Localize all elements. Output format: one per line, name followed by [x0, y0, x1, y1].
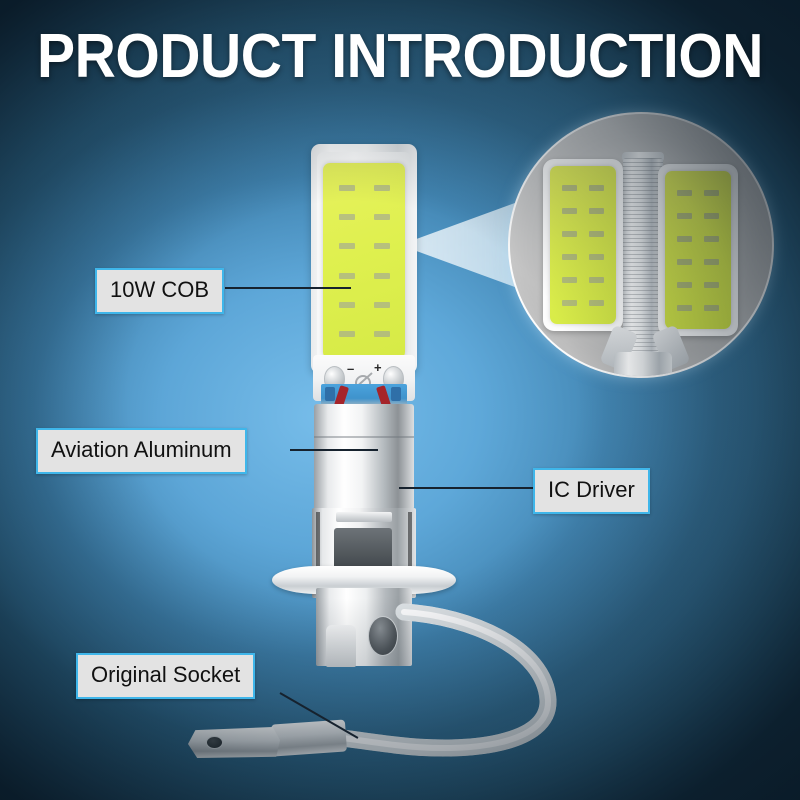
- led-chip: [704, 235, 719, 242]
- spade-terminal: [188, 727, 280, 758]
- callout-label-original-socket[interactable]: Original Socket: [76, 653, 256, 699]
- led-chip: [589, 253, 604, 260]
- negative-terminal: [324, 366, 345, 391]
- callout-label-ic-driver[interactable]: IC Driver: [533, 468, 650, 514]
- spade-terminal-hole: [206, 736, 223, 749]
- page-title: PRODUCT INTRODUCTION: [37, 22, 763, 91]
- led-chip: [373, 213, 390, 220]
- led-chip: [589, 184, 604, 191]
- positive-sign: +: [374, 360, 382, 375]
- bulb-housing: [311, 144, 417, 374]
- led-chip: [704, 281, 719, 288]
- magnified-cob-panel-left: [550, 166, 616, 324]
- led-chip: [677, 258, 692, 265]
- heatsink-seam: [314, 436, 414, 438]
- led-chip: [562, 230, 577, 237]
- led-chip: [677, 304, 692, 311]
- led-chip: [562, 253, 577, 260]
- led-chip: [338, 184, 355, 191]
- led-chip: [677, 212, 692, 219]
- led-chip: [677, 189, 692, 196]
- aviation-aluminum-heatsink: [314, 404, 414, 510]
- leader-line-socket: [279, 692, 359, 739]
- leader-line-cob: [225, 287, 351, 289]
- led-chip: [677, 281, 692, 288]
- led-chip: [338, 272, 355, 279]
- cob-led-panel: [323, 163, 405, 359]
- leader-line-aluminum: [290, 449, 378, 451]
- led-chip: [562, 276, 577, 283]
- led-chip: [562, 184, 577, 191]
- terminal-plate: – +: [313, 355, 415, 401]
- led-chip: [589, 207, 604, 214]
- magnified-neck: [614, 352, 672, 376]
- socket-base: [316, 588, 412, 666]
- led-chip: [338, 331, 355, 338]
- led-chip: [373, 331, 390, 338]
- bulb-housing-inner: [317, 152, 411, 368]
- positive-terminal: [383, 366, 404, 391]
- base-tab: [326, 625, 356, 667]
- led-chip: [338, 213, 355, 220]
- led-chip: [704, 304, 719, 311]
- led-chip: [589, 276, 604, 283]
- internal-wiring: [321, 384, 407, 408]
- led-chip: [338, 301, 355, 308]
- ic-driver-housing: [312, 508, 416, 598]
- cage-window: [334, 528, 392, 574]
- led-chip: [373, 301, 390, 308]
- led-chip: [677, 235, 692, 242]
- led-chip: [589, 299, 604, 306]
- led-chip: [562, 207, 577, 214]
- led-chip: [589, 230, 604, 237]
- led-chip: [373, 184, 390, 191]
- mounting-flange: [272, 566, 456, 594]
- led-chip: [338, 243, 355, 250]
- led-chip: [704, 212, 719, 219]
- led-chip: [704, 189, 719, 196]
- led-chip: [373, 272, 390, 279]
- leader-line-ic-driver: [399, 487, 533, 489]
- negative-sign: –: [347, 361, 355, 376]
- magnified-cob-panel-right: [665, 171, 731, 329]
- led-chip: [562, 299, 577, 306]
- led-chip: [373, 243, 390, 250]
- magnified-detail-circle: [508, 112, 774, 378]
- callout-label-cob[interactable]: 10W COB: [95, 268, 225, 314]
- led-chip: [704, 258, 719, 265]
- base-hole: [368, 616, 398, 656]
- polarity-mark-icon: [353, 372, 373, 391]
- callout-label-aviation-aluminum[interactable]: Aviation Aluminum: [36, 428, 247, 474]
- magnified-aluminum-post: [623, 158, 663, 358]
